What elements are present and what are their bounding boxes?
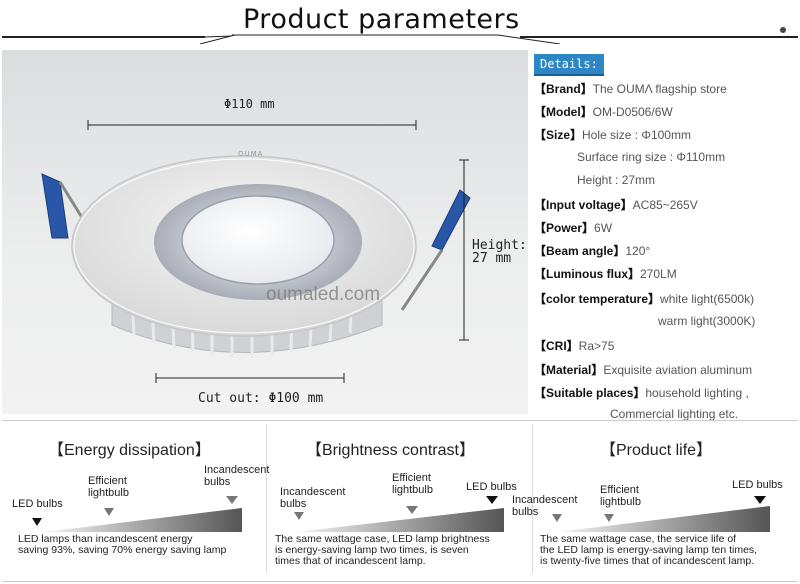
brightness-desc-line: is energy-saving lamp two times, is seve… (275, 544, 469, 556)
spec-row: 【Input voltage】AC85~265V (534, 196, 698, 213)
spec-label: 【CRI】 (534, 339, 579, 353)
spec-label: 【Beam angle】 (534, 244, 626, 258)
brightness-label-efficient: Efficient lightbulb (392, 472, 433, 496)
page-header: Product parameters (0, 0, 800, 44)
height-dimension-label: Height: (472, 238, 527, 253)
product-photo: Φ110 mm Height: 27 mm Cut out: Φ100 mm O… (2, 50, 528, 414)
panel-divider (266, 424, 267, 574)
energy-ramp (32, 496, 242, 532)
spec-label: 【Input voltage】 (534, 198, 633, 212)
spec-continuation: Surface ring size : Φ110mm (577, 150, 726, 164)
spec-row: 【Material】Exquisite aviation aluminum (534, 361, 752, 378)
life-desc-line: is twenty-five times that of incandescen… (540, 555, 755, 567)
spec-row: 【CRI】Ra>75 (534, 337, 614, 354)
brightness-desc-line: The same wattage case, LED lamp brightne… (275, 533, 490, 545)
cutout-dimension: Cut out: Φ100 mm (198, 391, 324, 406)
spec-value: Exquisite aviation aluminum (603, 363, 753, 377)
height-dimension-value: 27 mm (472, 251, 512, 266)
life-desc-line: The same wattage case, the service life … (540, 533, 737, 545)
life-label-efficient: Efficient lightbulb (600, 484, 641, 508)
spec-continuation: warm light(3000K) (658, 314, 756, 328)
spec-value: The OUMΛ flagship store (592, 82, 727, 96)
life-desc-line: the LED lamp is energy-saving lamp ten t… (540, 544, 758, 556)
spec-label: 【Luminous flux】 (534, 267, 640, 281)
spec-row: 【color temperature】white light(6500k) (534, 290, 754, 307)
energy-desc-line: saving 93%, saving 70% energy saving lam… (18, 544, 227, 556)
spec-value: 270LM (640, 267, 677, 281)
spec-value: white light(6500k) (660, 292, 755, 306)
header-decoration (2, 27, 798, 44)
width-dimension: Φ110 mm (224, 97, 275, 111)
energy-title: 【Energy dissipation】 (48, 442, 211, 459)
spec-value: Hole size : Φ100mm (582, 128, 691, 142)
brightness-ramp (294, 496, 504, 532)
spec-label: 【Material】 (534, 363, 604, 377)
spec-value: household lighting , (645, 386, 749, 400)
energy-desc-line: LED lamps than incandescent energy (18, 533, 193, 545)
spec-row: 【Brand】The OUMΛ flagship store (534, 80, 727, 97)
panel-divider (532, 424, 533, 574)
spec-label: 【Model】 (534, 105, 593, 119)
details-header: Details: (534, 54, 796, 76)
spec-label: 【Size】 (534, 128, 583, 142)
energy-label-efficient: Efficient lightbulb (88, 475, 129, 499)
spec-continuation: Commercial lighting etc. (610, 407, 739, 421)
energy-label-led: LED bulbs (12, 498, 63, 510)
brightness-title: 【Brightness contrast】 (306, 442, 475, 459)
spec-row: 【Power】6W (534, 219, 612, 236)
brightness-desc-line: times that of incandescent lamp. (275, 555, 426, 567)
downlight-illustration (41, 120, 471, 383)
spec-value: AC85~265V (632, 198, 698, 212)
life-ramp (552, 496, 770, 532)
spec-row: 【Luminous flux】270LM (534, 265, 677, 282)
energy-label-incandescent: Incandescent bulbs (204, 464, 270, 488)
details-tag: Details: (534, 54, 604, 76)
life-label-led: LED bulbs (732, 479, 783, 491)
brightness-label-incandescent: Incandescent bulbs (280, 486, 346, 510)
brand-mark: OUMA (238, 150, 264, 158)
spec-row: 【Size】Hole size : Φ100mm (534, 126, 691, 143)
life-title: 【Product life】 (600, 442, 713, 459)
spec-value: 120° (625, 244, 651, 258)
spec-label: 【Brand】 (534, 82, 593, 96)
brightness-label-led: LED bulbs (466, 481, 517, 493)
spec-value: OM-D0506/6W (592, 105, 673, 119)
spec-label: 【Power】 (534, 221, 595, 235)
spec-label: 【color temperature】 (534, 292, 661, 306)
life-label-incandescent: Incandescent bulbs (512, 494, 578, 518)
watermark: oumaled.com (266, 284, 381, 305)
spec-row: 【Model】OM-D0506/6W (534, 103, 673, 120)
spec-continuation: Height : 27mm (577, 173, 656, 187)
spec-row: 【Beam angle】120° (534, 242, 650, 259)
comparison-section (2, 420, 798, 582)
spec-row: 【Suitable places】household lighting , (534, 384, 749, 401)
page-title: Product parameters (243, 4, 520, 35)
spec-value: 6W (594, 221, 613, 235)
spec-label: 【Suitable places】 (534, 386, 646, 400)
spec-value: Ra>75 (578, 339, 615, 353)
